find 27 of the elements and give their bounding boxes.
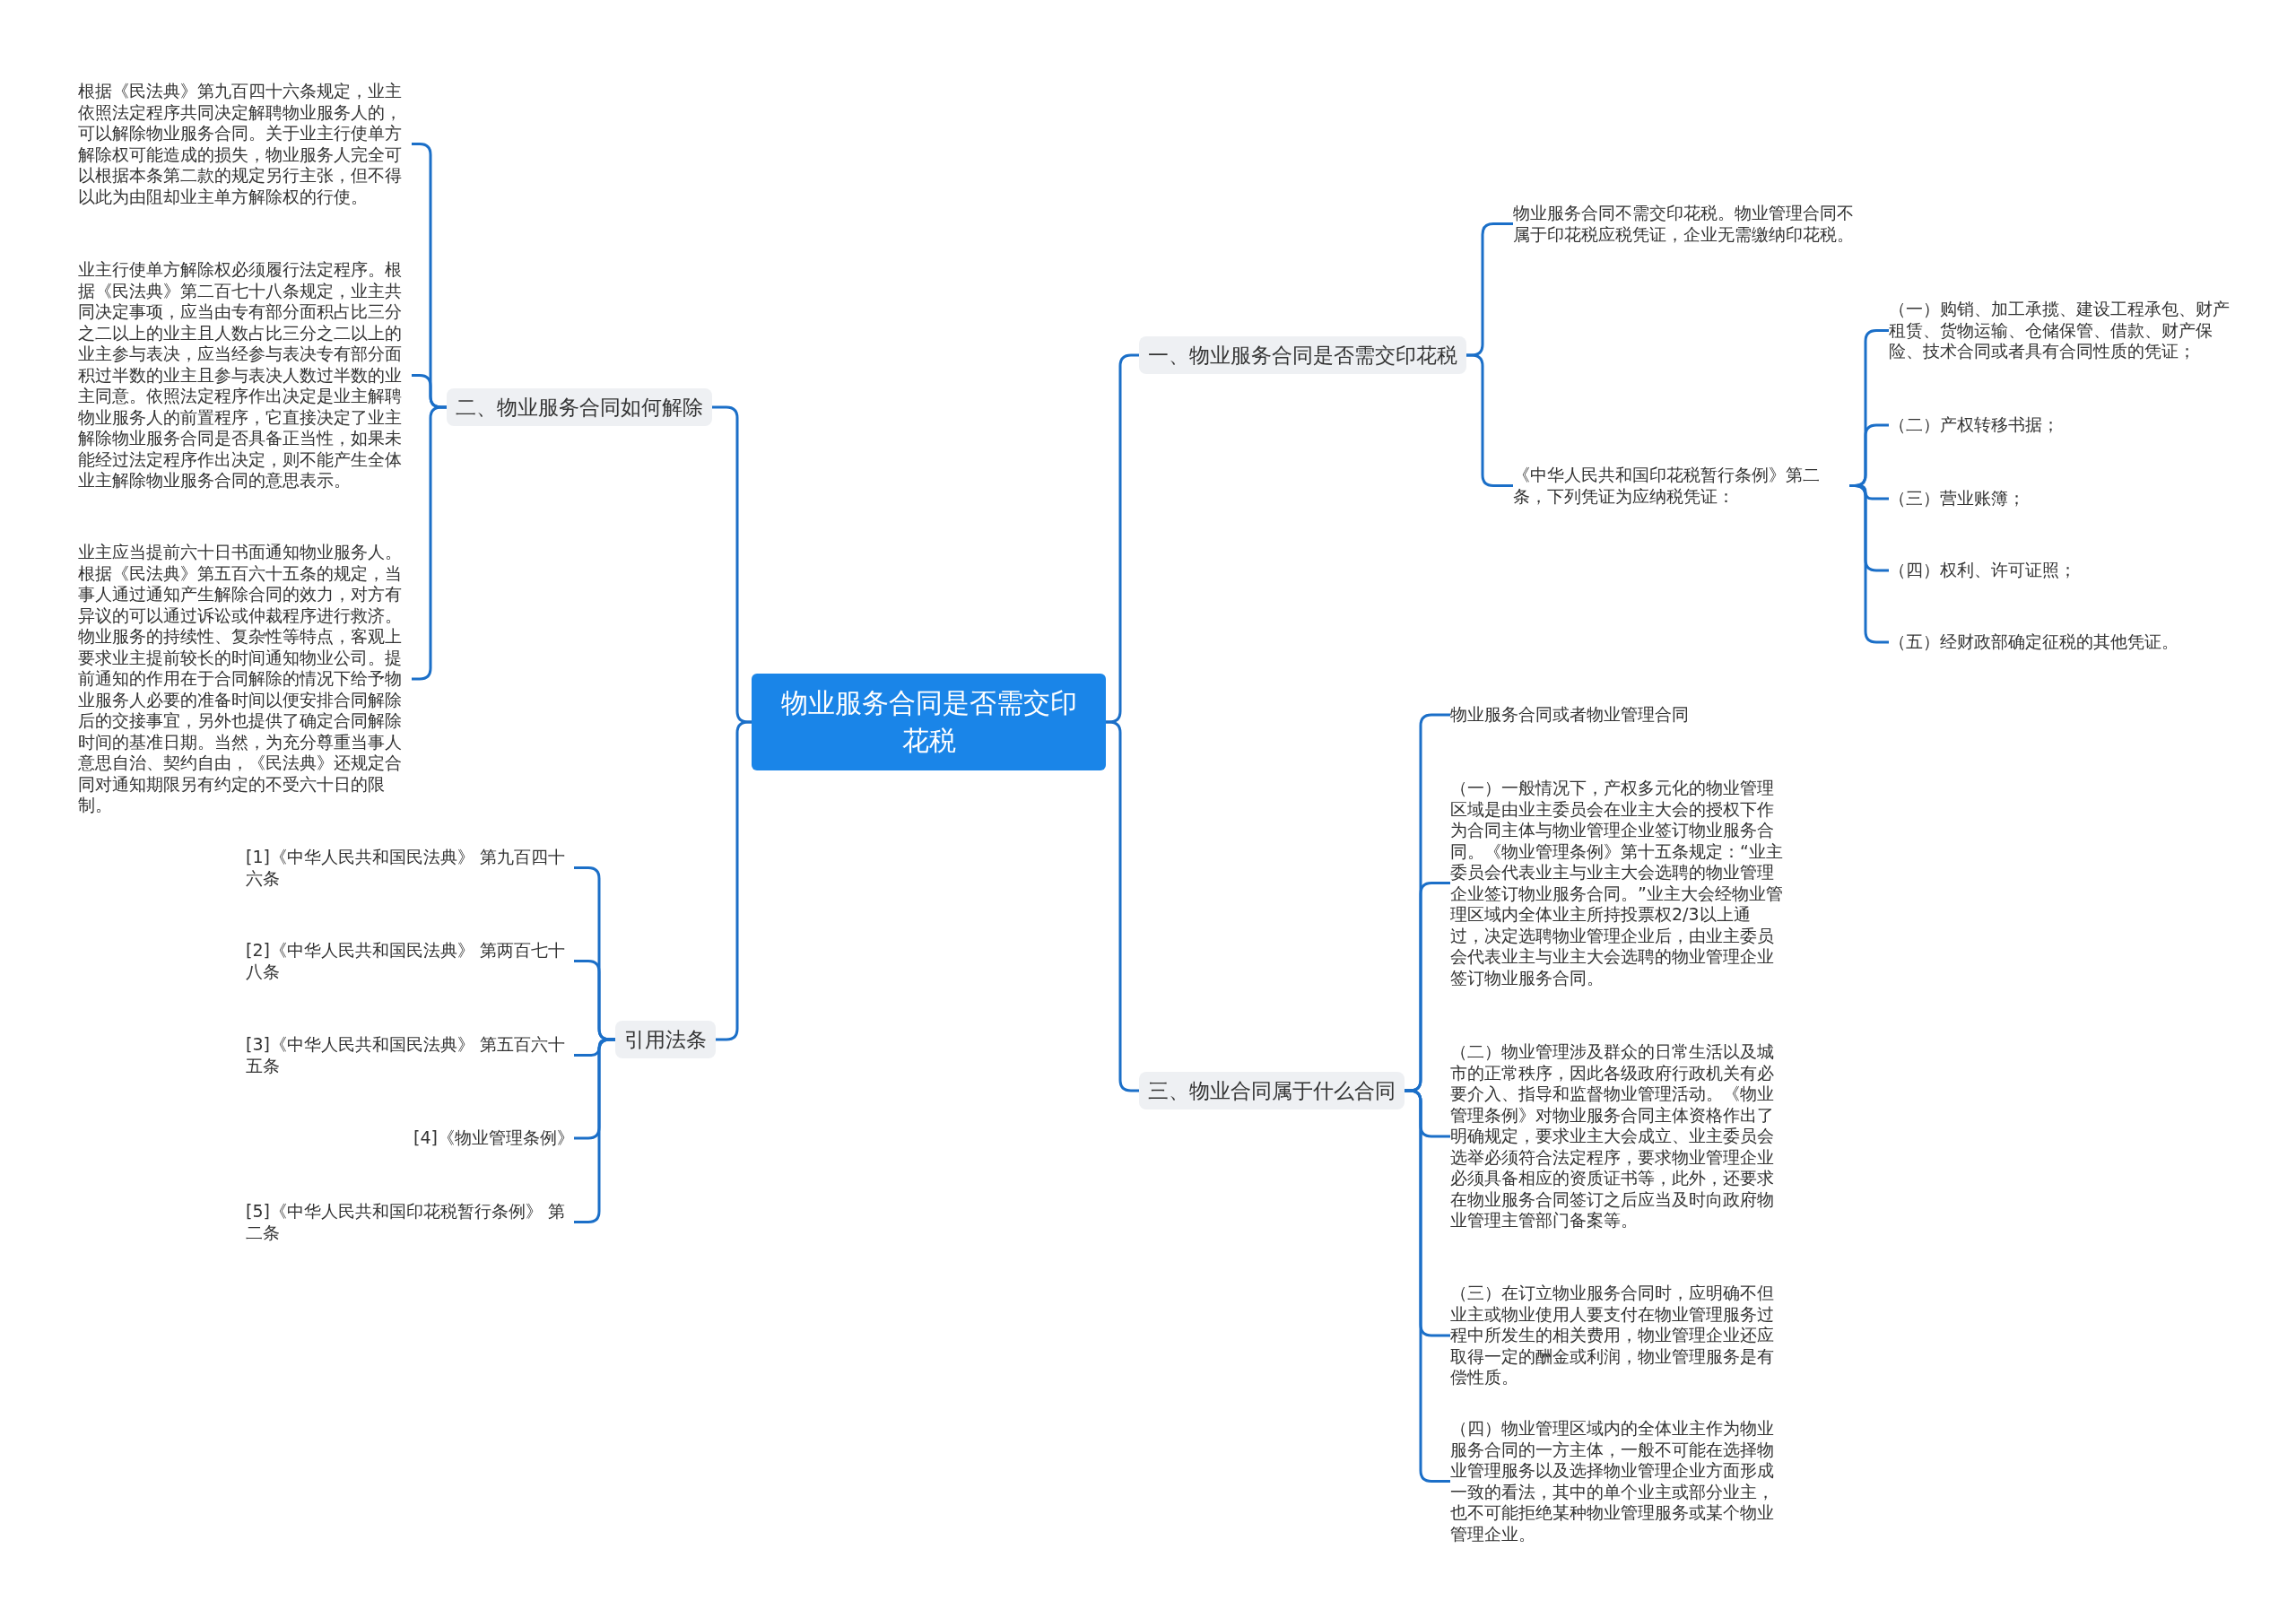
topic-box: 一、物业服务合同是否需交印花税 xyxy=(1139,336,1466,374)
note-text: [2]《中华人民共和国民法典》 第两百七十八条 xyxy=(246,940,574,982)
note-text: （四）物业管理区域内的全体业主作为物业服务合同的一方主体，一般不可能在选择物业管理服务以及选择物业管理企业方面形成一致的看法，其中的单个业主或部分业主，也不可能拒绝某种物业管理服务或某个物业管理企业。 xyxy=(1450,1418,1784,1544)
note-text: 物业服务合同不需交印花税。物业管理合同不属于印花税应税凭证，企业无需缴纳印花税。 xyxy=(1513,203,1854,245)
topic-box: 引用法条 xyxy=(615,1021,716,1058)
note-text: （二）产权转移书据； xyxy=(1889,414,2239,436)
connector-line xyxy=(1106,720,1139,1092)
note-text: （三）在订立物业服务合同时，应明确不但业主或物业使用人要支付在物业管理服务过程中所发生的相关费用，物业管理企业还应取得一定的酬金或利润，物业管理服务是有偿性质。 xyxy=(1450,1283,1784,1388)
note-text: 《中华人民共和国印花税暂行条例》第二条，下列凭证为应纳税凭证： xyxy=(1513,465,1849,507)
note-text: （五）经财政部确定征税的其他凭证。 xyxy=(1889,631,2239,653)
note-text: [3]《中华人民共和国民法典》 第五百六十五条 xyxy=(246,1034,574,1076)
note-text: （三）营业账簿； xyxy=(1889,488,2239,509)
note-text: [5]《中华人民共和国印花税暂行条例》 第二条 xyxy=(246,1201,574,1243)
central-topic-box: 物业服务合同是否需交印花税 xyxy=(752,674,1106,770)
note-text: [4]《物业管理条例》 xyxy=(246,1127,574,1149)
note-text: 业主应当提前六十日书面通知物业服务人。根据《民法典》第五百六十五条的规定，当事人通过通知产生解除合同的效力，对方有异议的可以通过诉讼或仲裁程序进行救济。物业服务的持续性、复杂性等特点，客观上要求业主提前较长的时间通知物业公司。提前通知的作用在于合同解除的情况下给予物业服务人必要的准备时间以便安排合同解除后的交接事宜，另外也提供了确定合同解除时间的基准日期。当然，为充分尊重当事人意思自治、契约自由，《民法典》还规定合同对通知期限另有约定的不受六十日的限制。 xyxy=(78,542,412,816)
note-text: （一）购销、加工承揽、建设工程承包、财产租赁、货物运输、仓储保管、借款、财产保险、技术合同或者具有合同性质的凭证； xyxy=(1889,299,2239,362)
note-text: 业主行使单方解除权必须履行法定程序。根据《民法典》第二百七十八条规定，业主共同决定事项，应当由专有部分面积占比三分之二以上的业主且人数占比三分之二以上的业主参与表决，应当经参与表决专有部分面积过半数的业主且参与表决人数过半数的业主同意。依照法定程序作出决定是业主解聘物业服务人的前置程序，它直接决定了业主解除物业服务合同是否具备正当性，如果未能经过法定程序作出决定，则不能产生全体业主解除物业服务合同的意思表示。 xyxy=(78,259,412,492)
connector-line xyxy=(716,720,752,1041)
note-text: 根据《民法典》第九百四十六条规定，业主依照法定程序共同决定解聘物业服务人的，可以解除物业服务合同。关于业主行使单方解除权可能造成的损失，物业服务人完全可以根据本条第二款的规定另行主张，但不得以此为由阻却业主单方解除权的行使。 xyxy=(78,81,412,207)
note-text: （四）权利、许可证照； xyxy=(1889,560,2239,581)
note-text: [1]《中华人民共和国民法典》 第九百四十六条 xyxy=(246,847,574,889)
note-text: （一）一般情况下，产权多元化的物业管理区域是由业主委员会在业主大会的授权下作为合同主体与物业管理企业签订物业服务合同。《物业管理条例》第十五条规定：“业主委员会代表业主与业主大会选聘的物业管理企业签订物业服务合同。”业主大会经物业管理区域内全体业主所持投票权2/3以上通过，决定选聘物业管理企业后，由业主委员会代表业主与业主大会选聘的物业管理企业签订物业服务合同。 xyxy=(1450,778,1784,988)
topic-box: 三、物业合同属于什么合同 xyxy=(1139,1072,1405,1109)
note-text: （二）物业管理涉及群众的日常生活以及城市的正常秩序，因此各级政府行政机关有必要介入、指导和监督物业管理活动。《物业管理条例》对物业服务合同主体资格作出了明确规定，要求业主大会成立、业主委员会选举必须符合法定程序，要求物业管理企业必须具备相应的资质证书等，此外，还要求在物业服务合同签订之后应当及时向政府物业管理主管部门备案等。 xyxy=(1450,1041,1784,1231)
topic-box: 二、物业服务合同如何解除 xyxy=(447,388,712,426)
note-text: 物业服务合同或者物业管理合同 xyxy=(1450,704,1784,726)
